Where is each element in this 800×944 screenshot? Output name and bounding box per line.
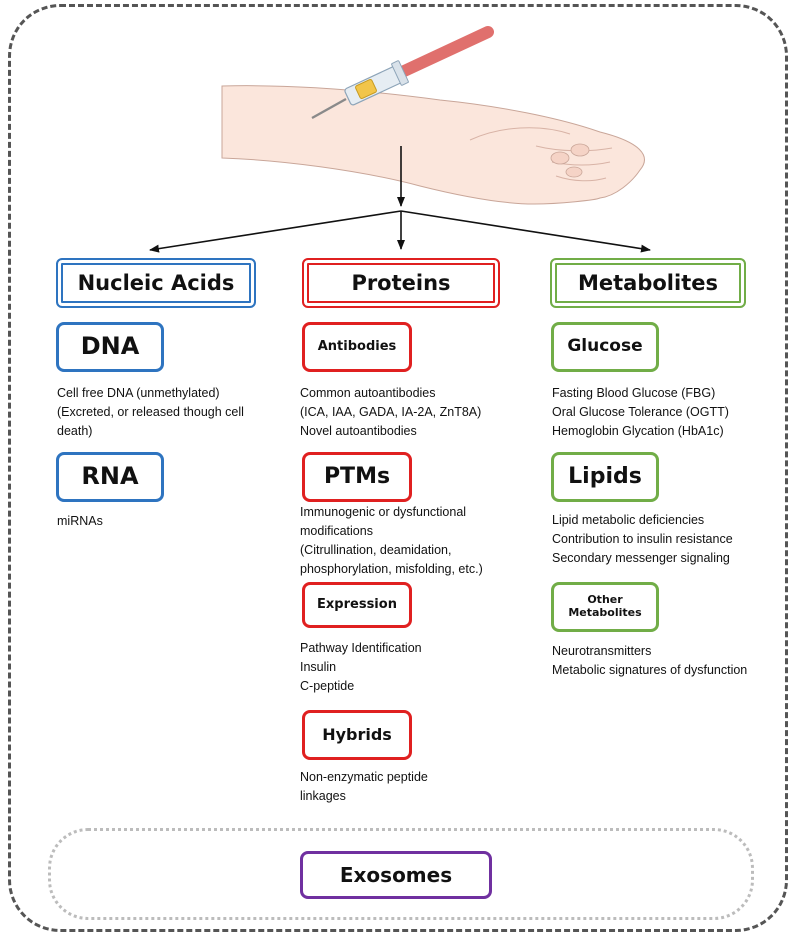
expression-box: Expression — [302, 582, 412, 628]
lipids-box: Lipids — [551, 452, 659, 502]
rna-box: RNA — [56, 452, 164, 502]
lipids-description: Lipid metabolic deficiencies Contributio… — [552, 513, 733, 565]
ptms-box: PTMs — [302, 452, 412, 502]
exosomes-box: Exosomes — [300, 851, 492, 899]
expression-description: Pathway Identification Insulin C-peptide — [300, 641, 422, 693]
other-metabolites-box: Other Metabolites — [551, 582, 659, 632]
glucose-description: Fasting Blood Glucose (FBG) Oral Glucose… — [552, 386, 729, 438]
glucose-box: Glucose — [551, 322, 659, 372]
antibodies-box: Antibodies — [302, 322, 412, 372]
antibodies-description: Common autoantibodies (ICA, IAA, GADA, I… — [300, 386, 482, 438]
ptms-description: Immunogenic or dysfunctional modificatio… — [300, 505, 483, 576]
rna-description: miRNAs — [57, 514, 103, 528]
hybrids-box: Hybrids — [302, 710, 412, 760]
syringe-icon — [311, 26, 494, 120]
hybrids-description: Non-enzymatic peptide linkages — [300, 770, 428, 803]
dna-description: Cell free DNA (unmethylated) (Excreted, … — [57, 386, 244, 438]
metabolites-header: Metabolites — [550, 258, 746, 308]
outer-frame — [8, 4, 788, 932]
connector-arrows — [149, 146, 651, 253]
nucleic-acids-header: Nucleic Acids — [56, 258, 256, 308]
other-metabolites-description: Neurotransmitters Metabolic signatures o… — [552, 644, 748, 677]
exosomes-band — [48, 828, 754, 920]
proteins-header: Proteins — [302, 258, 500, 308]
dna-box: DNA — [56, 322, 164, 372]
arm-icon — [221, 85, 645, 205]
